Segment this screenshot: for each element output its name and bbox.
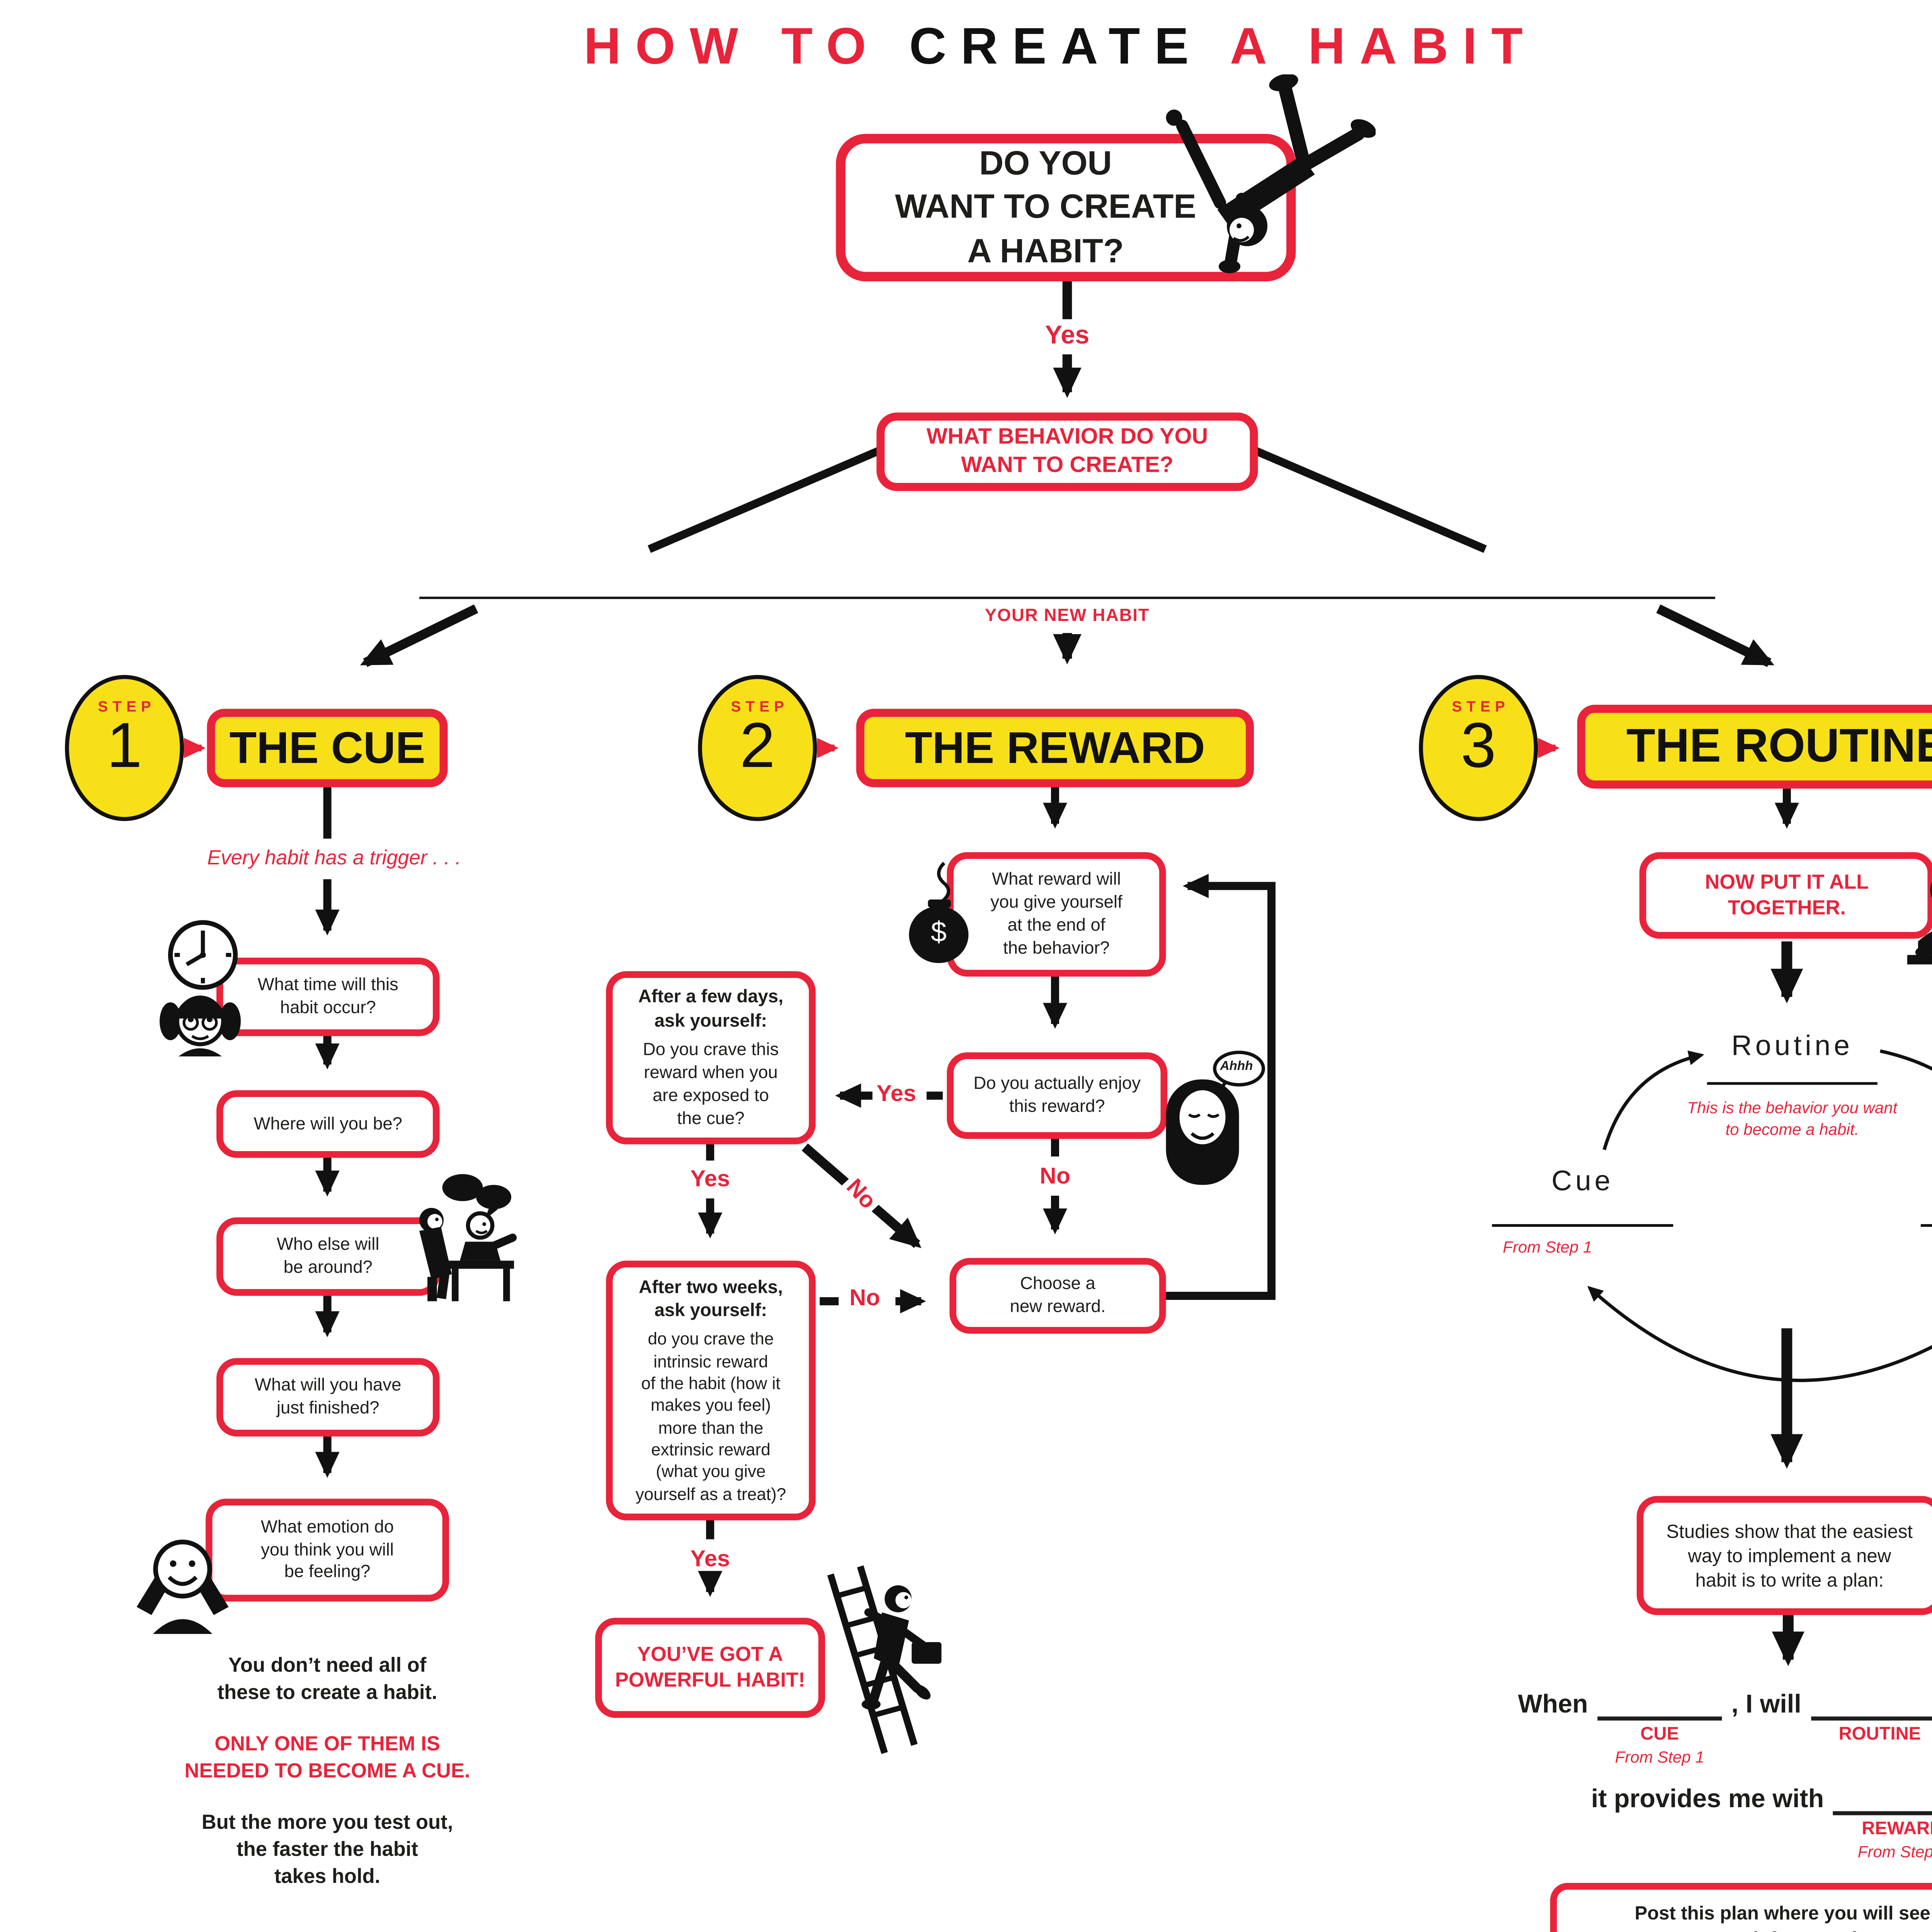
two-weeks-box: After two weeks, ask yourself: do you cr… bbox=[606, 1260, 816, 1520]
loop-cue-note: From Step 1 bbox=[1503, 1238, 1592, 1257]
plan-when: When bbox=[1518, 1690, 1588, 1719]
cue-emotion-text: What emotion do you think you will be fe… bbox=[261, 1515, 394, 1582]
plan-reward-label: REWARD bbox=[1862, 1818, 1932, 1838]
the-routine-header: THE ROUTINE bbox=[1577, 704, 1932, 789]
two-weeks-body: do you crave the intrinsic reward of the… bbox=[635, 1330, 786, 1504]
plan-routine-label: ROUTINE bbox=[1838, 1723, 1921, 1744]
studies-text: Studies show that the easiest way to imp… bbox=[1666, 1520, 1913, 1591]
step-3-number: 3 bbox=[1461, 709, 1496, 781]
plan-line-2: it provides me with REWARD From Step 2 . bbox=[1420, 1783, 1932, 1861]
relaxed-person-icon bbox=[136, 1539, 229, 1634]
enjoy-reward-box: Do you actually enjoy this reward? bbox=[947, 1052, 1168, 1139]
yes-label-top: Yes bbox=[1045, 322, 1090, 350]
powerful-habit-text: YOU’VE GOT A POWERFUL HABIT! bbox=[615, 1643, 805, 1692]
cue-emotion-box: What emotion do you think you will be fe… bbox=[206, 1498, 449, 1602]
yes-label-enjoy: Yes bbox=[876, 1080, 917, 1107]
no-label-diagonal: No bbox=[837, 1170, 885, 1219]
cue-who-box: Who else will be around? bbox=[216, 1217, 440, 1296]
clock-icon bbox=[168, 920, 238, 990]
do-you-want-box: DO YOU WANT TO CREATE A HABIT? bbox=[836, 134, 1296, 282]
cartwheel-person-icon bbox=[1166, 74, 1376, 274]
step-3-circle: STEP 3 bbox=[1419, 675, 1538, 821]
step-1-label: STEP bbox=[98, 699, 156, 716]
plan-reward-blank bbox=[1833, 1783, 1932, 1815]
step-1-number: 1 bbox=[107, 709, 142, 781]
yes-label-few-days: Yes bbox=[690, 1166, 730, 1192]
cue-finished-text: What will you have just finished? bbox=[255, 1374, 401, 1418]
few-days-head: After a few days, ask yourself: bbox=[638, 986, 784, 1031]
plan-routine-blank bbox=[1811, 1688, 1932, 1721]
few-days-body: Do you crave this reward when you are ex… bbox=[643, 1039, 779, 1128]
step-2-circle: STEP 2 bbox=[698, 675, 817, 821]
put-together-box: NOW PUT IT ALL TOGETHER. bbox=[1639, 852, 1932, 939]
no-label-enjoy: No bbox=[1039, 1163, 1071, 1189]
reward-question-box: What reward will you give yourself at th… bbox=[947, 852, 1166, 977]
do-you-want-text: DO YOU WANT TO CREATE A HABIT? bbox=[895, 144, 1196, 270]
two-weeks-head: After two weeks, ask yourself: bbox=[639, 1276, 783, 1320]
plan-cue-blank bbox=[1597, 1688, 1722, 1721]
title-create: CREATE bbox=[909, 19, 1203, 76]
cue-tagline: Every habit has a trigger . . . bbox=[207, 847, 461, 870]
plan-cue-label: CUE bbox=[1640, 1723, 1679, 1744]
post-plan-box: Post this plan where you will see it. Tr… bbox=[1550, 1883, 1932, 1932]
loop-routine-label: Routine bbox=[1731, 1031, 1853, 1062]
studies-box: Studies show that the easiest way to imp… bbox=[1636, 1496, 1932, 1615]
step-1-circle: STEP 1 bbox=[65, 675, 184, 821]
page-title: HOW TO CREATE A HABIT bbox=[0, 19, 1932, 77]
plan-provides: it provides me with bbox=[1591, 1785, 1824, 1814]
the-cue-title: THE CUE bbox=[229, 722, 425, 772]
cue-note-3: But the more you test out, the faster th… bbox=[201, 1811, 453, 1889]
cue-note-2: ONLY ONE OF THEM IS NEEDED TO BECOME A C… bbox=[184, 1733, 470, 1783]
the-reward-title: THE REWARD bbox=[905, 722, 1205, 772]
cue-where-box: Where will you be? bbox=[216, 1090, 440, 1158]
ahhh-bubble-text: Ahhh bbox=[1220, 1059, 1253, 1074]
plan-cue-note: From Step 1 bbox=[1615, 1747, 1704, 1767]
choose-new-reward-box: Choose a new reward. bbox=[949, 1258, 1166, 1334]
title-a-habit: A HABIT bbox=[1230, 19, 1537, 76]
girl-face-icon bbox=[160, 995, 241, 1056]
post-plan-bold: Post this plan where you will see it. Tr… bbox=[1634, 1902, 1930, 1932]
enjoy-reward-text: Do you actually enjoy this reward? bbox=[973, 1073, 1141, 1116]
plan-line-1: When CUE From Step 1 , I will ROUTINE be… bbox=[1420, 1688, 1932, 1767]
talking-people-icon bbox=[419, 1174, 517, 1301]
ladder-climb-icon bbox=[827, 1565, 942, 1754]
the-routine-title: THE ROUTINE bbox=[1626, 719, 1932, 772]
powerful-habit-box: YOU’VE GOT A POWERFUL HABIT! bbox=[595, 1617, 825, 1718]
your-new-habit-label: YOUR NEW HABIT bbox=[985, 604, 1150, 625]
money-bag-dollar: $ bbox=[930, 917, 947, 948]
plan-reward-blankwrap: REWARD From Step 2 bbox=[1833, 1783, 1932, 1861]
reward-question-text: What reward will you give yourself at th… bbox=[990, 869, 1122, 958]
title-how-to: HOW TO bbox=[583, 19, 881, 76]
choose-new-reward-text: Choose a new reward. bbox=[1010, 1273, 1106, 1316]
step-2-label: STEP bbox=[731, 699, 789, 716]
cue-who-text: Who else will be around? bbox=[277, 1233, 379, 1277]
plan-routine-blankwrap: ROUTINE bbox=[1811, 1688, 1932, 1743]
the-cue-header: THE CUE bbox=[207, 709, 448, 787]
cue-finished-box: What will you have just finished? bbox=[216, 1358, 440, 1437]
cue-where-text: Where will you be? bbox=[253, 1112, 403, 1133]
few-days-box: After a few days, ask yourself: Do you c… bbox=[606, 971, 816, 1145]
plan-cue-blankwrap: CUE From Step 1 bbox=[1597, 1688, 1722, 1767]
step-2-number: 2 bbox=[740, 709, 776, 781]
plan-i-will: , I will bbox=[1731, 1690, 1801, 1719]
put-together-text: NOW PUT IT ALL TOGETHER. bbox=[1705, 870, 1869, 920]
what-behavior-text: WHAT BEHAVIOR DO YOU WANT TO CREATE? bbox=[926, 425, 1208, 478]
cue-note-1: You don’t need all of these to create a … bbox=[217, 1654, 437, 1705]
loop-routine-note: This is the behavior you want to become … bbox=[1687, 1098, 1898, 1139]
thinking-man-icon bbox=[1907, 881, 1932, 964]
loop-cue-label: Cue bbox=[1551, 1166, 1614, 1197]
plan-reward-note: From Step 2 bbox=[1857, 1842, 1932, 1861]
cue-time-box: What time will this habit occur? bbox=[216, 957, 440, 1036]
woman-ahhh-icon bbox=[1166, 1051, 1265, 1185]
the-reward-header: THE REWARD bbox=[856, 709, 1254, 787]
money-bag-icon bbox=[909, 862, 969, 963]
step-3-label: STEP bbox=[1452, 699, 1510, 716]
what-behavior-box: WHAT BEHAVIOR DO YOU WANT TO CREATE? bbox=[876, 412, 1258, 491]
no-label-two-weeks: No bbox=[849, 1285, 880, 1311]
cue-time-text: What time will this habit occur? bbox=[257, 974, 398, 1017]
yes-label-two-weeks: Yes bbox=[690, 1546, 730, 1572]
